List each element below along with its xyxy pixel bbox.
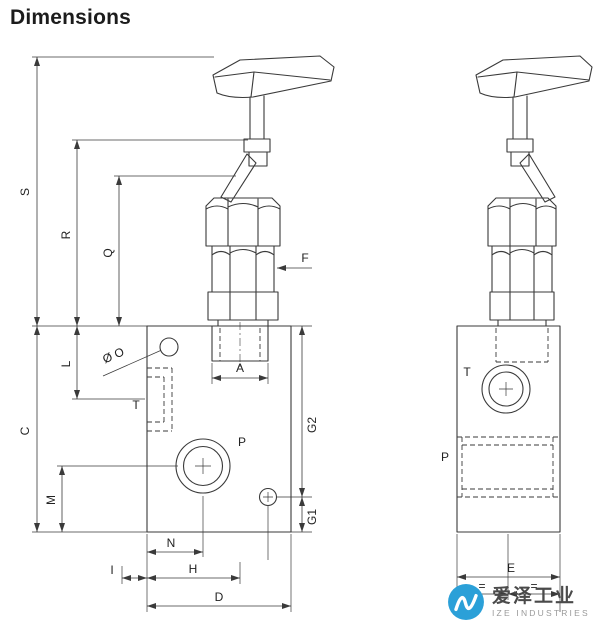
dim-label-equal-left: =: [478, 579, 485, 593]
dim-label-q: Q: [101, 248, 115, 257]
port-label-t-side: T: [463, 365, 471, 379]
dim-label-a: A: [236, 361, 244, 375]
dim-label-m: M: [44, 495, 58, 505]
dim-label-n: N: [167, 536, 176, 550]
dim-label-diameter-o: Ø O: [100, 344, 126, 366]
dim-label-f: F: [301, 251, 308, 265]
front-valve-body: [102, 322, 292, 533]
page-title: Dimensions: [10, 6, 132, 29]
side-dimension-labels: T P E = =: [441, 365, 538, 593]
side-handle-knob: [475, 55, 593, 99]
dim-label-equal-right: =: [530, 579, 537, 593]
dim-label-g1: G1: [305, 509, 319, 525]
dim-label-s: S: [18, 188, 32, 196]
dim-label-h: H: [189, 562, 198, 576]
dim-label-l: L: [59, 360, 73, 367]
port-label-p-side: P: [441, 450, 449, 464]
port-label-t-front: T: [132, 398, 140, 412]
side-port-p-hidden: [457, 436, 560, 498]
side-body-outline: [456, 325, 561, 533]
watermark-brand-en: IZE INDUSTRIES: [492, 607, 590, 618]
front-orifice-o: [159, 337, 179, 357]
dim-label-c: C: [18, 426, 32, 435]
dim-label-g2: G2: [305, 417, 319, 433]
watermark: 爱泽工业 IZE INDUSTRIES: [447, 583, 590, 621]
dim-label-r: R: [59, 230, 73, 239]
ize-logo-icon: [447, 583, 485, 621]
side-lever: [519, 153, 556, 203]
side-adjustment-stem: [506, 95, 556, 203]
front-body-outline: [146, 325, 292, 533]
front-lever: [220, 153, 257, 203]
watermark-brand-cn: 爱泽工业: [492, 585, 577, 607]
dim-label-e: E: [507, 561, 515, 575]
side-valve-body: [456, 325, 561, 533]
front-gauge-hole: [258, 487, 278, 507]
front-dimension-labels: S R Q C L M Ø O T A F P G2 G1 N I H D: [18, 188, 319, 604]
side-locknuts: [487, 197, 557, 327]
port-label-p-front: P: [238, 435, 246, 449]
front-locknuts: [205, 197, 281, 327]
front-dimension-lines: [34, 57, 312, 609]
front-handle-knob: [212, 55, 335, 99]
watermark-text: 爱泽工业 IZE INDUSTRIES: [492, 587, 590, 618]
dim-label-d: D: [215, 590, 224, 604]
dim-label-i: I: [110, 563, 113, 577]
side-view: T P E = =: [441, 55, 593, 612]
front-view: S R Q C L M Ø O T A F P G2 G1 N I H D: [18, 55, 335, 612]
front-port-t-hidden: [147, 367, 173, 432]
front-adjustment-stem: [220, 95, 271, 203]
side-port-t: [481, 364, 531, 414]
